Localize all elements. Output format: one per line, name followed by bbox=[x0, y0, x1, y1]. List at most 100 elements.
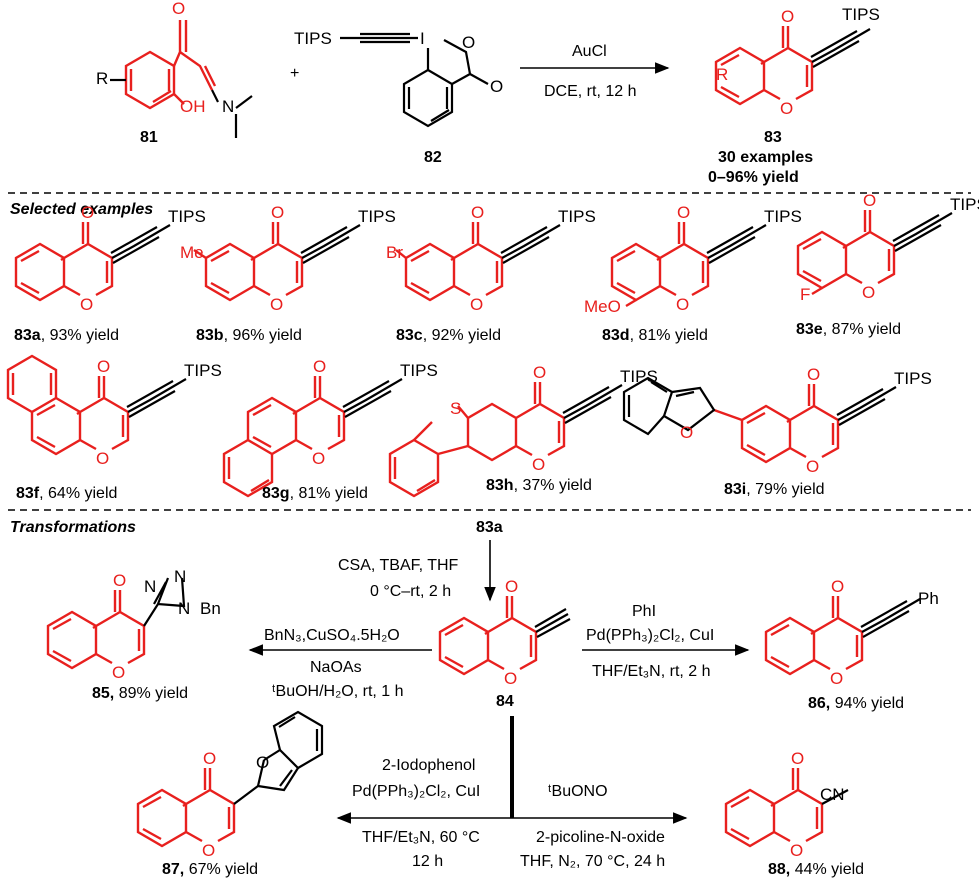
to87-reagent: 2-Iodophenol bbox=[382, 757, 475, 774]
arrow-bottom-conditions: DCE, rt, 12 h bbox=[544, 83, 636, 100]
ph-group: Ph bbox=[918, 589, 939, 608]
svg-text:TIPS: TIPS bbox=[764, 207, 802, 226]
compound-85: OO bbox=[46, 571, 186, 682]
label-81: 81 bbox=[140, 129, 158, 146]
to86-catalyst: Pd(PPh₃)₂Cl₂, CuI bbox=[586, 627, 714, 644]
caption-83a: 83a, 93% yield bbox=[14, 327, 119, 344]
svg-text:TIPS: TIPS bbox=[358, 207, 396, 226]
svg-text:O: O bbox=[270, 295, 283, 314]
caption-83b: 83b, 96% yield bbox=[196, 327, 302, 344]
o-atom-benzofuran: O bbox=[256, 753, 269, 772]
svg-text:O: O bbox=[203, 749, 216, 768]
svg-text:O: O bbox=[97, 357, 110, 376]
label-82: 82 bbox=[424, 149, 442, 166]
svg-text:TIPS: TIPS bbox=[950, 195, 979, 214]
n-atom: N bbox=[222, 97, 234, 116]
caption-83c: 83c, 92% yield bbox=[396, 327, 501, 344]
svg-text:O: O bbox=[791, 749, 804, 768]
me-substituent: Me bbox=[180, 243, 204, 262]
tips-label: TIPS bbox=[294, 29, 332, 48]
svg-text:TIPS: TIPS bbox=[168, 207, 206, 226]
caption-83d: 83d, 81% yield bbox=[602, 327, 708, 344]
triazole-n1: N bbox=[144, 577, 156, 596]
to86-conditions: THF/Et₃N, rt, 2 h bbox=[592, 663, 711, 680]
sm-82: TIPS I O O bbox=[294, 29, 503, 128]
o-atom: O bbox=[172, 0, 185, 18]
svg-text:O: O bbox=[96, 449, 109, 468]
svg-text:TIPS: TIPS bbox=[184, 361, 222, 380]
svg-text:O: O bbox=[202, 841, 215, 860]
example-83f: O O TIPS bbox=[6, 354, 222, 468]
label-83: 83 bbox=[764, 129, 782, 146]
caption-88: 88, 44% yield bbox=[768, 861, 864, 878]
svg-text:O: O bbox=[830, 669, 843, 688]
svg-text:O: O bbox=[806, 457, 819, 476]
r-substituent: R bbox=[96, 69, 108, 88]
caption-87: 87, 67% yield bbox=[162, 861, 258, 878]
svg-text:O: O bbox=[863, 191, 876, 210]
svg-text:O: O bbox=[470, 295, 483, 314]
product-83: O O bbox=[714, 7, 872, 118]
svg-text:TIPS: TIPS bbox=[894, 369, 932, 388]
svg-text:O: O bbox=[532, 455, 545, 474]
svg-text:O: O bbox=[676, 295, 689, 314]
step1-line2: 0 °C–rt, 2 h bbox=[370, 583, 451, 600]
compound-86: OO bbox=[764, 577, 922, 688]
selected-heading: Selected examples bbox=[10, 201, 153, 218]
caption-86: 86, 94% yield bbox=[808, 695, 904, 712]
s-atom: S bbox=[450, 399, 461, 418]
example-83g: OO TIPS bbox=[222, 357, 438, 498]
compound-84: OO bbox=[438, 577, 571, 688]
svg-text:O: O bbox=[533, 363, 546, 382]
to85-reagent: BnN₃,CuSO₄.5H₂O bbox=[264, 627, 400, 644]
svg-text:TIPS: TIPS bbox=[558, 207, 596, 226]
transformations-heading: Transformations bbox=[10, 519, 136, 536]
example-83b: OO TIPS bbox=[193, 203, 396, 314]
to87-catalyst: Pd(PPh₃)₂Cl₂, CuI bbox=[352, 783, 480, 800]
to88-conditions: THF, N₂, 70 °C, 24 h bbox=[520, 853, 665, 870]
to86-reagent: PhI bbox=[632, 603, 656, 620]
iodine-atom: I bbox=[420, 29, 425, 48]
to87-time: 12 h bbox=[412, 853, 443, 870]
compound-87: OO bbox=[136, 710, 324, 860]
r-substituent-83: R bbox=[716, 65, 728, 84]
svg-text:O: O bbox=[677, 203, 690, 222]
example-83e: O O TIPS bbox=[796, 191, 979, 302]
triazole-n3: N bbox=[178, 599, 190, 618]
o-atom-ring: O bbox=[462, 33, 475, 52]
svg-text:O: O bbox=[112, 663, 125, 682]
svg-text:TIPS: TIPS bbox=[620, 367, 658, 386]
svg-text:O: O bbox=[790, 841, 803, 860]
example-83c: OO TIPS bbox=[395, 203, 596, 314]
label-84: 84 bbox=[496, 693, 514, 710]
examples-count: 30 examples bbox=[718, 149, 813, 166]
example-83h: O O TIPS bbox=[388, 363, 658, 498]
caption-83e: 83e, 87% yield bbox=[796, 321, 901, 338]
sm-81: O OH N R bbox=[96, 0, 253, 138]
to88-additive: 2-picoline-N-oxide bbox=[536, 829, 665, 846]
svg-text:O: O bbox=[80, 295, 93, 314]
plus-sign: + bbox=[290, 65, 299, 82]
oh-label: OH bbox=[180, 97, 206, 116]
yield-range: 0–96% yield bbox=[708, 169, 799, 186]
svg-text:O: O bbox=[862, 283, 875, 302]
svg-text:O: O bbox=[505, 577, 518, 596]
example-83a: OO TIPS bbox=[14, 203, 206, 314]
svg-text:O: O bbox=[504, 669, 517, 688]
meo-substituent: MeO bbox=[584, 297, 621, 316]
triazole-n2: N bbox=[174, 567, 186, 586]
caption-83h: 83h, 37% yield bbox=[486, 477, 592, 494]
svg-text:O: O bbox=[781, 7, 794, 26]
to87-conditions: THF/Et₃N, 60 °C bbox=[362, 829, 480, 846]
caption-83f: 83f, 64% yield bbox=[16, 485, 117, 502]
caption-83g: 83g, 81% yield bbox=[262, 485, 368, 502]
o-atom-carbonyl: O bbox=[490, 77, 503, 96]
step1-line1: CSA, TBAF, THF bbox=[338, 557, 459, 574]
tips-83: TIPS bbox=[842, 5, 880, 24]
svg-text:O: O bbox=[313, 357, 326, 376]
svg-text:O: O bbox=[113, 571, 126, 590]
compound-88: OO bbox=[724, 749, 849, 860]
to88-reagent: ᵗBuONO bbox=[548, 783, 608, 800]
example-83d: O O TIPS bbox=[610, 203, 802, 314]
